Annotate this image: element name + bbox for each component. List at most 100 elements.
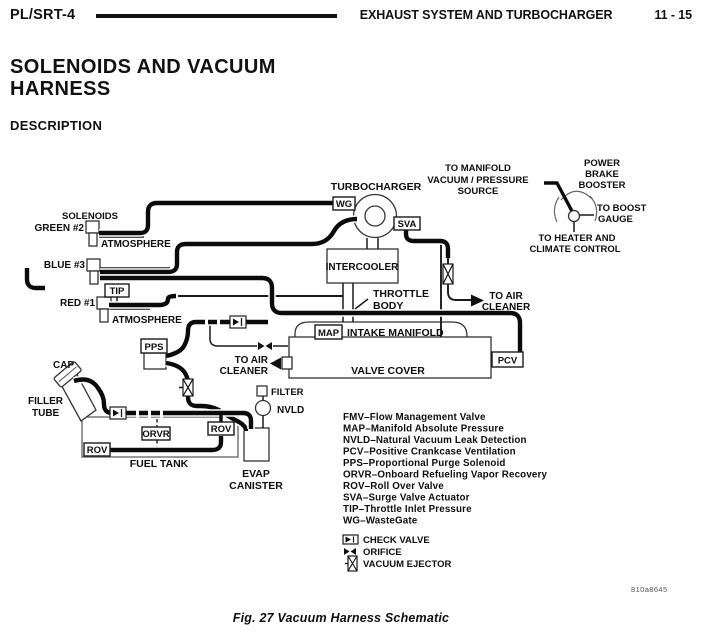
to-air-cleaner-right-arrow [471,294,484,307]
sva-label-box [393,216,421,231]
legend-item: SVA–Surge Valve Actuator [343,493,470,504]
map-label-box [314,324,343,340]
section-title: SOLENOIDS AND VACUUM HARNESS [10,56,276,100]
pps-label-box [140,338,168,354]
symbol-key: CHECK VALVE ORIFICE VACUUM EJECTOR [342,534,451,572]
intake-manifold-label: INTAKE MANIFOLD [347,327,444,339]
to-air-cleaner-left-label-2: CLEANER [220,366,269,377]
evap-canister-label-2: CANISTER [229,480,283,492]
sva-label: SVA [398,219,417,230]
nvld-label: NVLD [277,405,304,416]
filter-label: FILTER [271,387,304,398]
brake-booster-hub [567,209,581,223]
rov-left-label: ROV [87,445,108,456]
to-boost-gauge-label-1: TO BOOST [597,203,647,214]
rov-right-label-box [207,421,235,436]
power-brake-booster-label-1: POWER [584,158,620,169]
intercooler-box [326,248,399,284]
to-air-cleaner-left-arrow [270,357,281,370]
legend-item: ORVR–Onboard Refueling Vapor Recovery [343,470,547,481]
legend-item: WG–WasteGate [343,516,418,527]
rov-left-label-box [83,442,111,457]
pps-purge-hose [166,322,268,356]
fuel-cap [53,361,82,388]
map-label: MAP [318,328,340,339]
intercooler-label: INTERCOOLER [326,262,400,273]
to-manifold-label-2: VACUUM / PRESSURE [427,175,528,186]
to-heater-label-1: TO HEATER AND [539,233,616,244]
to-air-cleaner-right-label-1: TO AIR [489,291,523,302]
pcv-label-box [491,351,524,368]
header-rule [96,14,337,18]
figure-caption: Fig. 27 Vacuum Harness Schematic [233,611,449,625]
check-valve-key-icon [342,534,359,545]
filler-tube-label-1: FILLER [28,396,64,407]
wastegate-hose [99,203,333,233]
check-valve-symbol-fuel [109,406,127,420]
check-valve-key-label: CHECK VALVE [363,535,430,546]
atmosphere-upper-label: ATMOSPHERE [101,239,171,250]
ejector-line-lower [447,284,472,301]
to-manifold-label-1: TO MANIFOLD [445,163,511,174]
nvld-valve [254,399,272,417]
wg-label-box [332,196,356,211]
legend-item: PPS–Proportional Purge Solenoid [343,458,506,469]
section-title-line2: HARNESS [10,78,111,100]
abbreviation-legend: FMV–Flow Management Valve MAP–Manifold A… [343,412,547,527]
fmv-valve [281,356,293,370]
page-header-model: PL/SRT-4 [10,7,76,23]
solenoids-heading: SOLENOIDS [62,211,118,222]
atmosphere-lower-label: ATMOSPHERE [112,315,182,326]
valve-cover-box [288,336,492,379]
blue-solenoid-body [86,258,101,285]
description-heading: DESCRIPTION [10,118,103,133]
nvld-filter-box [256,385,268,397]
legend-item: NVLD–Natural Vacuum Leak Detection [343,435,527,446]
evap-canister-box [243,427,270,462]
orifice-key-label: ORIFICE [363,547,402,558]
pps-label: PPS [144,342,163,353]
fuel-tank-label: FUEL TANK [130,458,189,470]
throttle-body-pointer [354,298,369,310]
green-solenoid-label: GREEN #2 [35,223,85,234]
to-manifold-label-3: SOURCE [458,186,499,197]
figure-reference-code: 810a8645 [631,585,668,594]
to-air-cleaner-left-label-1: TO AIR [235,355,269,366]
power-brake-booster-label-3: BOOSTER [579,180,626,191]
section-title-line1: SOLENOIDS AND VACUUM [10,56,276,78]
to-heater-label-2: CLIMATE CONTROL [529,244,620,255]
valve-cover-label: VALVE COVER [351,365,425,377]
turbo-to-intercooler-pipe [366,238,379,249]
wg-label: WG [336,199,352,210]
orvr-label: ORVR [142,429,169,440]
filler-tube-label-2: TUBE [32,408,60,419]
check-valve-symbol-purge [229,315,247,329]
vacuum-ejector-symbol-purge [179,378,194,397]
blue-solenoid-label: BLUE #3 [44,260,86,271]
vacuum-ejector-key-label: VACUUM EJECTOR [363,559,451,570]
brake-booster-arc-right [589,195,598,222]
legend-item: FMV–Flow Management Valve [343,412,486,423]
vacuum-ejector-key-icon [345,555,358,572]
red-solenoid-body [96,296,112,323]
booster-feed-line [544,181,575,214]
turbocharger-inner-circle [364,205,386,227]
orifice-symbol [257,341,273,351]
legend-item: TIP–Throttle Inlet Pressure [343,504,472,515]
throttle-body-label-1: THROTTLE [373,288,429,300]
throttle-body-label-2: BODY [373,300,403,312]
orifice-key-icon [344,548,356,555]
tip-label: TIP [110,286,125,297]
rov-right-label: ROV [211,424,232,435]
legend-item: PCV–Positive Crankcase Ventilation [343,447,516,458]
to-air-cleaner-right-label-2: CLEANER [482,302,531,313]
pps-solenoid-body [143,352,167,370]
vacuum-ejector-symbol-aircleaner [442,263,454,285]
orvr-label-box [141,426,171,441]
green-solenoid-body [85,220,100,247]
brake-booster-arc-left [553,196,560,223]
red-solenoid-label: RED #1 [60,298,95,309]
to-boost-gauge-label-2: GAUGE [598,214,633,225]
